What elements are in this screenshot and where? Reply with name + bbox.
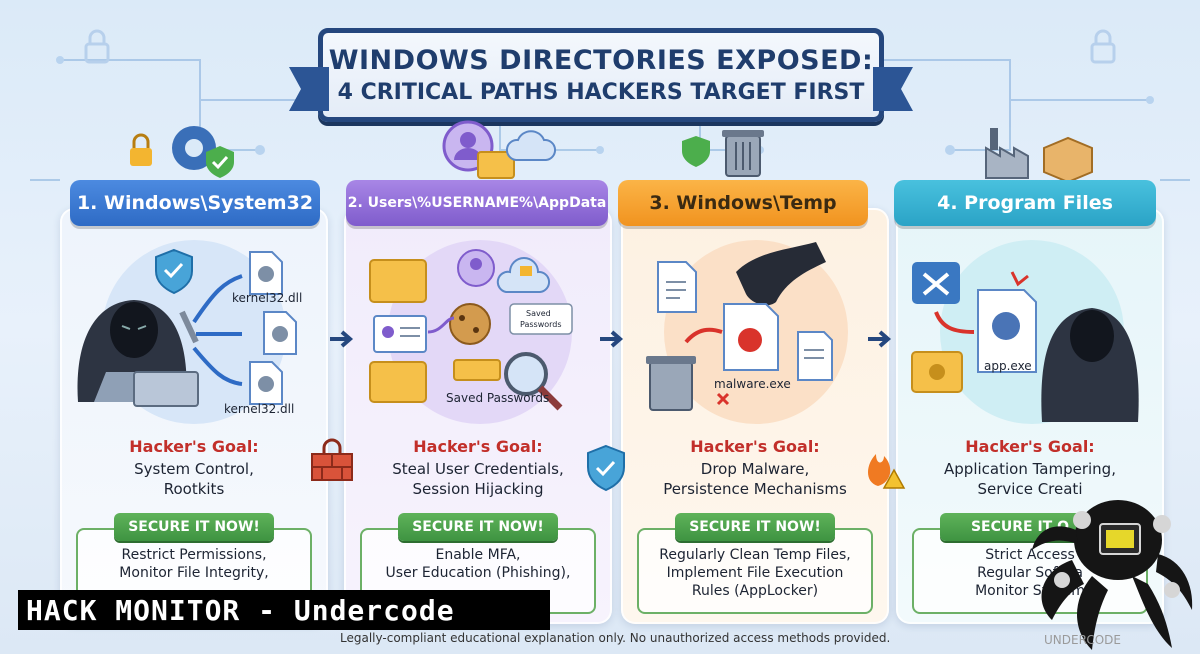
key-icon [453, 359, 501, 381]
hack-monitor-watermark: HACK MONITOR - Undercode [18, 590, 550, 630]
app-file-label: app.exe [984, 359, 1032, 373]
tab-appdata: 2. Users\%USERNAME%\AppData [346, 180, 608, 226]
tab-temp: 3. Windows\Temp [618, 180, 868, 226]
title-line-2: 4 CRITICAL PATHS HACKERS TARGET FIRST [337, 80, 865, 105]
folder-icon [369, 361, 427, 403]
user-folder-cloud-icon [442, 120, 556, 179]
malware-file-icon [723, 303, 779, 371]
banner-ribbon-right [873, 67, 913, 111]
goal-text-2: Steal User Credentials,Session Hijacking [392, 460, 564, 498]
goal-heading-4: Hacker's Goal: [965, 437, 1095, 456]
scene-appdata: Saved Passwords Saved Passwords [369, 240, 573, 424]
folder-icon [369, 259, 427, 303]
secure-badge-2: SECURE IT NOW! [398, 513, 558, 541]
title-banner: WINDOWS DIRECTORIES EXPOSED: 4 CRITICAL … [289, 28, 913, 122]
file-icon [263, 311, 297, 355]
svg-text:Passwords: Passwords [520, 320, 562, 329]
goal-text-1: System Control,Rootkits [134, 460, 254, 498]
document-icon [657, 261, 697, 313]
goal-text-4: Application Tampering,Service Creati [944, 460, 1116, 498]
svg-text:UNDERCODE: UNDERCODE [1044, 633, 1121, 647]
file-label-2: kernel32.dll [224, 402, 294, 416]
user-icon [457, 249, 495, 287]
document-icon [797, 331, 833, 381]
secure-badge-1: SECURE IT NOW! [114, 513, 274, 541]
arrow-right-icon [330, 330, 354, 348]
folder-gear-icon [911, 351, 963, 393]
tools-icon [912, 262, 960, 304]
hacker-icon [77, 300, 199, 407]
fix-box-3: Regularly Clean Temp Files,Implement Fil… [637, 528, 873, 614]
file-label-1: kernel32.dll [232, 291, 302, 305]
saved-passwords-card [509, 303, 573, 335]
trash-icon [646, 356, 696, 411]
scene-temp: malware.exe [646, 240, 848, 424]
arrow-right-icon [600, 330, 624, 348]
title-line-1: WINDOWS DIRECTORIES EXPOSED: [328, 45, 874, 76]
goal-text-3: Drop Malware,Persistence Mechanisms [663, 460, 847, 498]
firewall-lock-icon [311, 438, 353, 481]
banner-ribbon-left [289, 67, 329, 111]
app-file-icon [977, 289, 1037, 373]
cookie-icon [449, 303, 491, 345]
tab-system32: 1. Windows\System32 [70, 180, 320, 226]
magnifier-icon [504, 352, 563, 411]
scene-program-files: app.exe [911, 240, 1139, 424]
svg-text:Saved: Saved [526, 309, 551, 318]
file-icon [249, 361, 283, 405]
hacker-icon [1041, 308, 1139, 422]
tab-program-files: 4. Program Files [894, 180, 1156, 226]
fire-warning-icon [868, 454, 906, 489]
malware-file-label: malware.exe [714, 377, 791, 391]
secure-badge-3: SECURE IT NOW! [675, 513, 835, 541]
id-card-icon [373, 315, 427, 353]
saved-passwords-label: Saved Passwords [446, 391, 549, 405]
trash-shield-icon [682, 130, 764, 177]
factory-package-icon [985, 128, 1093, 182]
goal-heading-3: Hacker's Goal: [690, 437, 820, 456]
goal-heading-2: Hacker's Goal: [413, 437, 543, 456]
file-icon [249, 251, 283, 295]
footer-disclaimer: Legally-compliant educational explanatio… [340, 631, 891, 645]
cloud-lock-icon [496, 257, 550, 293]
shield-check-icon [587, 444, 625, 492]
undercode-octopus-logo: UNDERCODE [1032, 500, 1193, 650]
lock-gear-shield-icon [130, 126, 234, 178]
arrow-right-icon [868, 330, 892, 348]
hacker-hand-icon [736, 242, 826, 306]
scene-system32: kernel32.dll kernel32.dll [77, 240, 302, 424]
goal-heading-1: Hacker's Goal: [129, 437, 259, 456]
